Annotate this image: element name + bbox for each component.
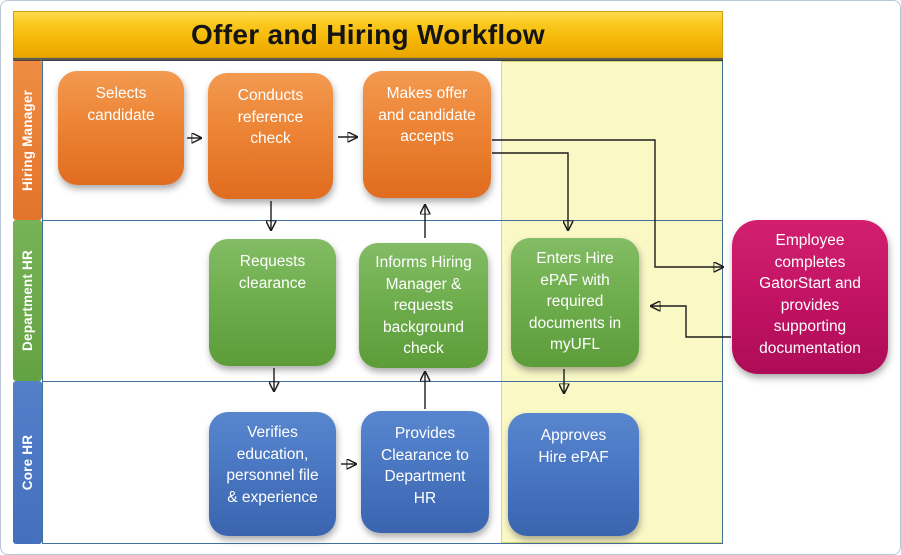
lane-label-text: Department HR	[20, 250, 35, 351]
lane-label-hiring-manager: Hiring Manager	[13, 60, 42, 220]
process-box-conducts-reference-check: Conducts reference check	[208, 73, 333, 199]
process-box-enters-hire-epaf: Enters Hire ePAF with required documents…	[511, 238, 639, 367]
swimlane-grid	[42, 60, 723, 544]
process-box-employee-gatorstart: Employee completes GatorStart and provid…	[732, 220, 888, 374]
process-box-verifies-education: Verifies education, personnel file & exp…	[209, 412, 336, 536]
lane-label-department-hr: Department HR	[13, 220, 42, 381]
diagram-title-bar: Offer and Hiring Workflow	[13, 11, 723, 58]
page-title: Offer and Hiring Workflow	[191, 18, 545, 50]
process-box-selects-candidate: Selects candidate	[58, 71, 184, 185]
process-box-requests-clearance: Requests clearance	[209, 239, 336, 366]
process-box-provides-clearance: Provides Clearance to Department HR	[361, 411, 489, 533]
process-box-informs-hiring-manager: Informs Hiring Manager & requests backgr…	[359, 243, 488, 368]
lane-divider-hm-dh	[42, 220, 723, 221]
lane-label-core-hr: Core HR	[13, 381, 42, 544]
process-box-makes-offer: Makes offer and candidate accepts	[363, 71, 491, 198]
lane-divider-dh-ch	[42, 381, 723, 382]
lane-label-text: Core HR	[20, 434, 36, 491]
lane-label-text: Hiring Manager	[20, 89, 36, 191]
process-box-approves-hire-epaf: Approves Hire ePAF	[508, 413, 639, 536]
